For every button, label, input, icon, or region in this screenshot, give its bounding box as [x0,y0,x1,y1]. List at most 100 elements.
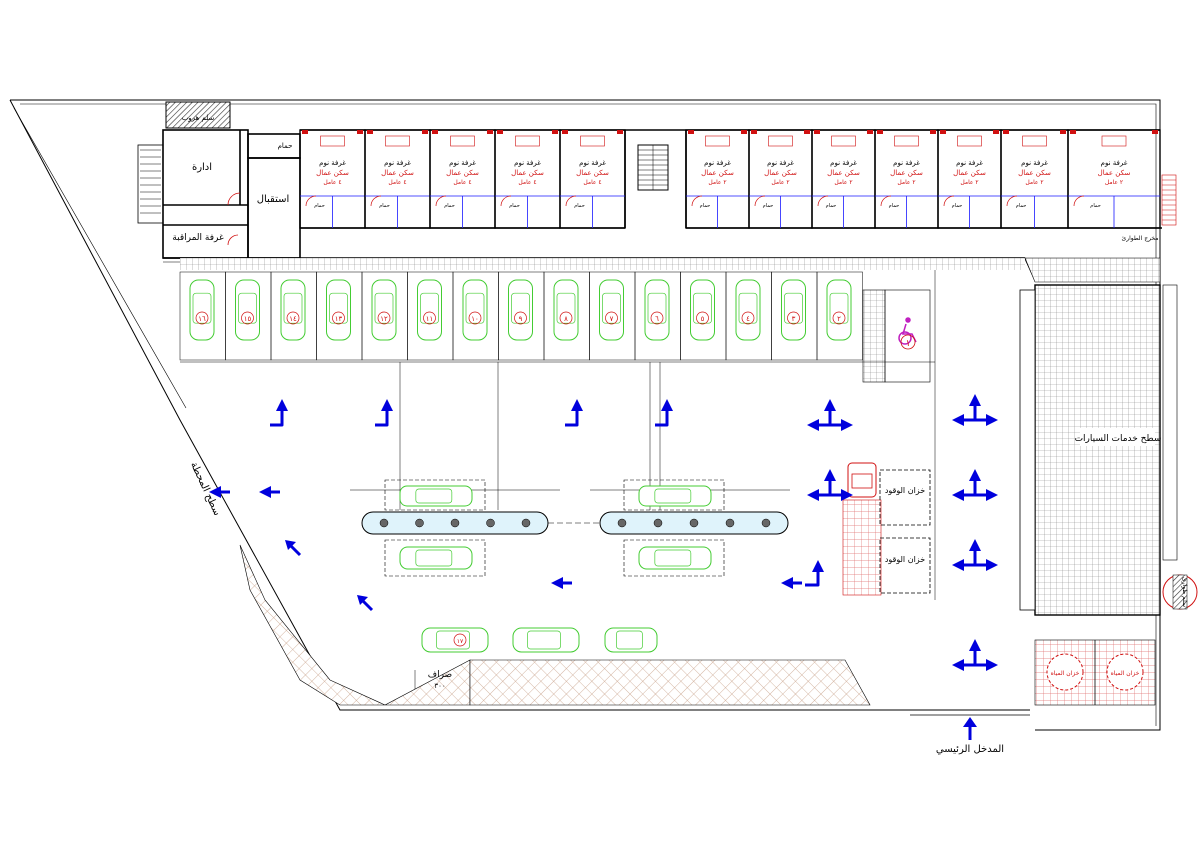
dorm-title: غرفة نوم [893,159,920,167]
parking-spot-number: ١٣ [335,315,343,323]
parking-spot-number: ٨ [564,315,568,323]
monitoring-room-label: غرفة المراقبة [172,233,224,243]
car-services-label: سطح خدمات السيارات [1075,434,1162,444]
main-stair [624,130,687,228]
parking-spot: ١٦ [179,271,226,361]
cashier-label: صراف [428,670,452,680]
car-icon [638,485,712,507]
car-icon [280,279,306,341]
arrow-head [952,414,964,426]
parking-spot-number: ٥ [701,315,705,323]
arrow-head [807,489,819,501]
dorm-capacity: ٢ عامل [1105,179,1123,186]
parking-spot: ٤ [725,271,772,361]
paved-bottom [469,659,871,706]
parking-spot-number: ٧ [610,315,614,323]
parking-spot: ١٣ [316,271,363,361]
dorm-bath: حمام [763,203,774,209]
emergency-stair-label: سلم طوارئ [1181,577,1188,607]
dorm-subtitle: سكن عمال [316,169,349,177]
parking-spot: ٢ [816,271,863,361]
arrow-head [661,399,673,411]
dorm-capacity: ٤ عامل [453,179,471,186]
escape-stair-hatch [165,101,231,129]
arrow-head [986,414,998,426]
arrow-head [969,394,981,406]
turn-arrow [805,570,820,587]
dorm-title: غرفة نوم [579,159,606,167]
dorm-subtitle: سكن عمال [1098,169,1131,177]
arrow-head [841,489,853,501]
dorm-subtitle: سكن عمال [511,169,544,177]
parking-spot: ١٢ [361,271,408,361]
parking-spot: ٨ [543,271,590,361]
water-tanks: خزان المياه خزان المياه [1034,639,1156,706]
parking-spot: ١٤ [270,271,317,361]
dorm-capacity: ٤ عامل [323,179,341,186]
dorm-subtitle: سكن عمال [446,169,479,177]
car-icon [599,279,624,341]
car-icon [512,627,580,653]
car-icon [826,279,852,341]
water-tank-label-1: خزان المياه [1051,670,1080,677]
diagonal-arrow [288,543,302,557]
dorm-subtitle: سكن عمال [381,169,414,177]
dorm-subtitle: سكن عمال [701,169,734,177]
car-icon [417,279,442,341]
dorm-capacity: ٢ عامل [1025,179,1043,186]
car-icon [735,279,761,341]
pump-islands: ١٧ [361,479,789,653]
parking-spot: ٥ [680,271,727,361]
diagonal-arrow [360,598,374,612]
dorm-bath: حمام [314,203,325,209]
arrow-head [952,489,964,501]
parking-spot: ١٥ [225,271,272,361]
accessible-spot-number: ١ [906,339,911,349]
admin-stair-steps [140,149,161,214]
cashier-dimension: ٣٠٠ [434,682,445,690]
emergency-stair [1161,174,1177,226]
turn-arrow [375,409,389,427]
pump-island [361,479,549,577]
dorm-title: غرفة نوم [514,159,541,167]
parking-spot: ٧ [589,271,636,361]
arrow-head [841,419,853,431]
dorm-bath: حمام [826,203,837,209]
arrow-head [812,560,824,572]
water-tank-label-2: خزان المياه [1111,670,1140,677]
arrow-head [209,486,221,498]
car-icon [371,279,397,341]
parking-spot-number: ٢ [837,315,841,323]
pump-car-number: ١٧ [453,633,467,647]
accessible-parking: ١ [862,289,931,383]
car-icon [399,546,473,570]
admin-doors [227,192,241,246]
car-icon [553,279,579,341]
parking-spot: ١١ [407,271,454,361]
arrow-head [969,539,981,551]
escape-stair-label: سلم هروب [182,114,215,122]
car-icon [638,546,712,570]
arrow-head [285,540,296,550]
main-entrance-label: المدخل الرئيسي [936,744,1004,755]
arrow-head [807,419,819,431]
arrow-head [986,489,998,501]
car-icon [644,279,670,341]
parking-spot-number: ٦ [655,315,659,323]
dorm-bath: حمام [1016,203,1027,209]
dorm-subtitle: سكن عمال [827,169,860,177]
dorm-bath: حمام [700,203,711,209]
car-icon [421,627,489,653]
car-icon [690,279,715,341]
dorm-title: غرفة نوم [1101,159,1128,167]
dorm-bath: حمام [444,203,455,209]
dorm-title: غرفة نوم [767,159,794,167]
